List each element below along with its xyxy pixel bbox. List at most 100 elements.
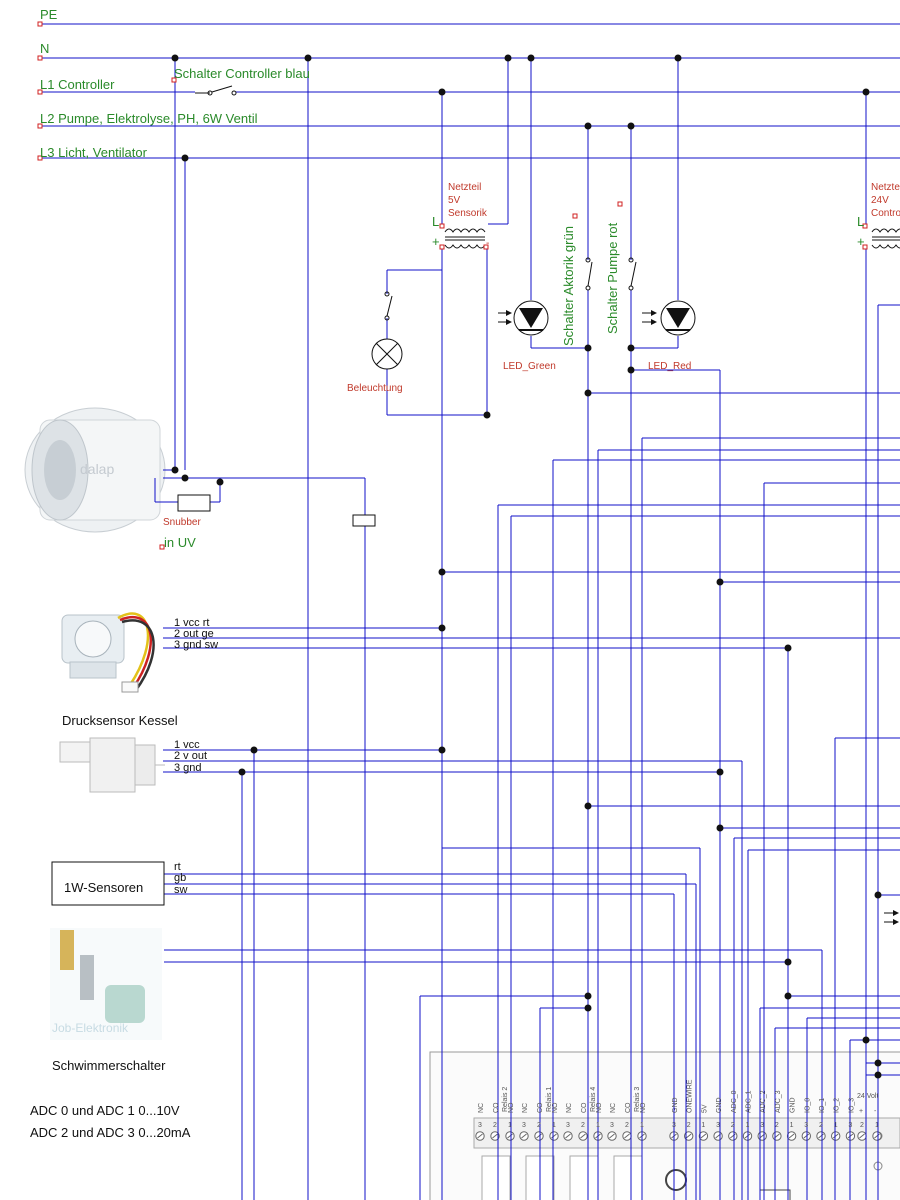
terminal-pin-label: IO_1	[819, 1098, 826, 1113]
psu-24v-label-3: Contro	[871, 208, 900, 219]
controller-switch[interactable]	[195, 85, 237, 96]
psu-5v-label-3: Sensorik	[448, 208, 488, 219]
snubber-label: Snubber	[163, 517, 201, 528]
terminal-pin-label: 5V	[701, 1104, 708, 1113]
controller-board	[429, 1051, 900, 1200]
bus-label-l3: L3 Licht, Ventilator	[40, 145, 148, 160]
onewire-box-label: 1W-Sensoren	[64, 880, 143, 895]
board-terminals	[475, 1131, 882, 1141]
terminal-pin-label: ADC_1	[746, 1090, 753, 1113]
lamp-icon	[371, 338, 403, 370]
terminal-pin-label: NC	[522, 1103, 529, 1113]
psu-24v-label-2: 24V	[871, 195, 889, 206]
terminal-number: 1	[596, 1122, 600, 1129]
terminal-pin-label: ADC_2	[760, 1090, 767, 1113]
terminal-pin-label: CO	[625, 1102, 632, 1113]
pumpe-switch-label: Schalter Pumpe rot	[605, 222, 620, 334]
onewire-wire-2: gb	[174, 872, 186, 884]
float-switch-label: Schwimmerschalter	[52, 1058, 166, 1073]
terminal-pin-label: IO_2	[834, 1098, 841, 1113]
psu-5v-label-1: Netzteil	[448, 182, 481, 193]
terminal-number: 2	[537, 1122, 541, 1129]
terminal-number: 2	[493, 1122, 497, 1129]
terminal-markers	[37, 21, 868, 550]
terminal-number: 1	[640, 1122, 644, 1129]
terminal-number: 1	[875, 1122, 879, 1129]
relay-group-label: Relais 1	[546, 1087, 553, 1112]
terminal-number: 3	[566, 1122, 570, 1129]
terminal-pin-label: -	[874, 1108, 877, 1115]
terminal-pin-label: +	[859, 1108, 863, 1115]
terminal-pin-label: ADC_3	[775, 1090, 782, 1113]
terminal-pin-label: IO_0	[804, 1098, 811, 1113]
terminal-pin-label: GND	[790, 1097, 797, 1113]
led-red-icon	[642, 300, 696, 336]
terminal-number: 1	[834, 1122, 838, 1129]
terminal-number: 3	[478, 1122, 482, 1129]
onewire-wire-1: rt	[174, 861, 181, 873]
fan-connector	[352, 514, 376, 527]
terminal-number: 2	[775, 1122, 779, 1129]
terminal-number: 2	[819, 1122, 823, 1129]
float-watermark: Job-Elektronik	[52, 1021, 129, 1035]
terminal-pin-label: NC	[478, 1103, 485, 1113]
lamp-switch[interactable]	[384, 291, 393, 321]
terminal-pin-label: ADC_0	[731, 1090, 738, 1113]
terminal-number: 2	[687, 1122, 691, 1129]
terminal-number: 2	[731, 1122, 735, 1129]
relay-group-label: Relais 4	[590, 1087, 597, 1112]
terminal-pin-label: NC	[610, 1103, 617, 1113]
psu-24v	[871, 228, 900, 249]
psu-24v-plus: +	[857, 234, 865, 249]
bus-label-pe: PE	[40, 7, 58, 22]
relay-group-label: Relais 3	[634, 1087, 641, 1112]
psu-5v	[444, 228, 486, 249]
aktorik-switch[interactable]	[585, 257, 593, 291]
terminal-number: 3	[804, 1122, 808, 1129]
pressure-sensor-image	[59, 737, 165, 793]
junction-dots	[171, 54, 882, 1079]
terminal-number: 2	[625, 1122, 629, 1129]
terminal-number: 3	[522, 1122, 526, 1129]
flow-wire-3: 3 gnd sw	[174, 639, 218, 651]
onewire-sensors-box	[51, 861, 165, 906]
terminal-number: 3	[716, 1122, 720, 1129]
terminal-pin-label: NO	[508, 1102, 515, 1113]
adc-note-2: ADC 2 und ADC 3 0...20mA	[30, 1125, 191, 1140]
terminal-pin-label: GND	[672, 1097, 679, 1113]
terminal-number: 2	[581, 1122, 585, 1129]
onewire-wire-3: sw	[174, 884, 188, 896]
fan-image: dalap	[24, 407, 166, 533]
lamp-label: Beleuchtung	[347, 383, 403, 394]
terminal-pin-label: CO	[493, 1102, 500, 1113]
led-red-label: LED_Red	[648, 361, 691, 372]
fan-brand: dalap	[80, 461, 114, 477]
flow-wire-2: 2 out ge	[174, 628, 214, 640]
terminal-number: 1	[508, 1122, 512, 1129]
terminal-number: 1	[746, 1122, 750, 1129]
aktorik-switch-label: Schalter Aktorik grün	[561, 226, 576, 346]
pressure-sensor-label: Drucksensor Kessel	[62, 713, 178, 728]
psu-24v-label-1: Netzteil	[871, 182, 900, 193]
terminal-pin-label: CO	[537, 1102, 544, 1113]
snubber-resistor	[177, 494, 211, 512]
board-voltage-label: 24 Volt	[857, 1093, 878, 1100]
pressure-wire-2: 2 v out	[174, 750, 207, 762]
terminal-number: 2	[860, 1122, 864, 1129]
psu-5v-minus: -	[486, 238, 489, 249]
wires	[40, 23, 900, 1200]
float-switch-image: Job-Elektronik	[50, 928, 162, 1040]
psu-24v-l: L	[857, 214, 864, 229]
terminal-pin-label: NO	[640, 1102, 647, 1113]
terminal-number: 3	[672, 1122, 676, 1129]
psu-5v-l: L	[432, 214, 439, 229]
terminal-pin-label: NO	[596, 1102, 603, 1113]
terminal-pin-label: NO	[552, 1102, 559, 1113]
in-uv-label: in UV	[164, 535, 196, 550]
terminal-number: 1	[701, 1122, 705, 1129]
psu-5v-label-2: 5V	[448, 195, 461, 206]
pumpe-switch[interactable]	[628, 257, 637, 291]
terminal-number: 1	[552, 1122, 556, 1129]
